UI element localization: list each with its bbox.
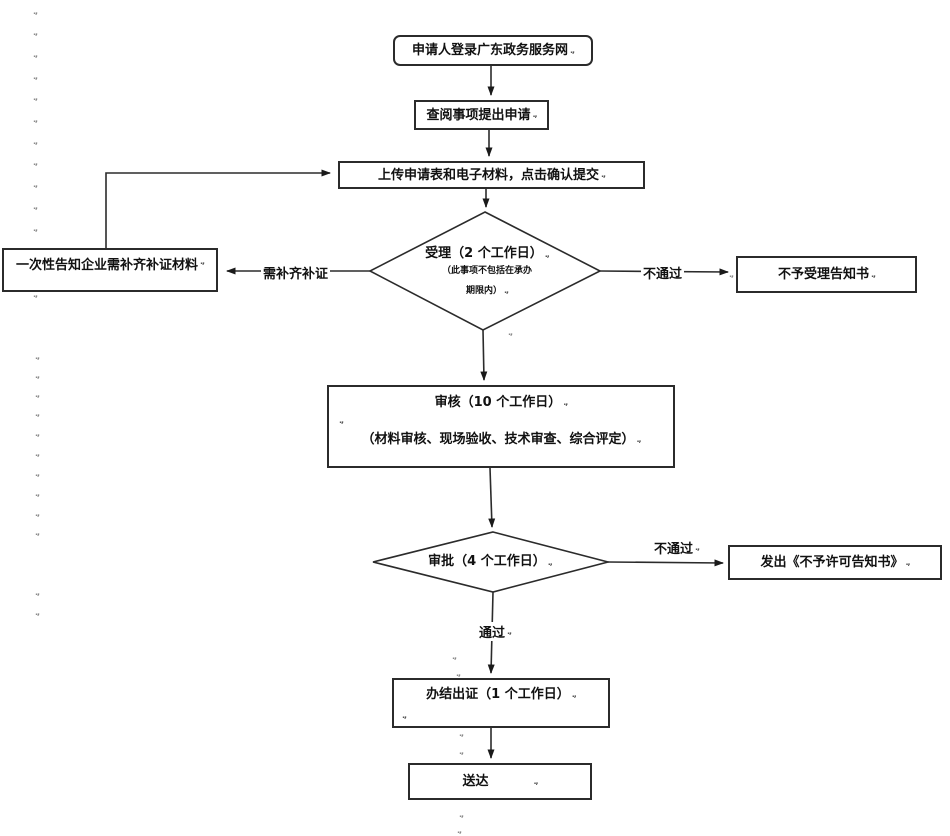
paragraph-mark: ., <box>35 429 40 438</box>
paragraph-mark: ., <box>456 669 461 678</box>
accept-decision-line1: 受理（2 个工作日）., <box>425 246 550 261</box>
paragraph-mark: ., <box>547 558 553 567</box>
paragraph-mark: ., <box>35 390 40 399</box>
paragraph-mark: ., <box>33 290 38 299</box>
node-reject-permit: 发出《不予许可告知书》., <box>728 545 942 580</box>
node-upload-label: 上传申请表和电子材料，点击确认提交 <box>377 167 599 183</box>
paragraph-mark: ., <box>533 776 538 786</box>
paragraph-mark: ., <box>544 250 550 259</box>
paragraph-mark: ., <box>35 588 40 597</box>
paragraph-mark: ., <box>35 409 40 418</box>
paragraph-mark: ., <box>905 557 910 567</box>
paragraph-mark: ., <box>33 158 38 167</box>
paragraph-mark: ., <box>563 397 568 407</box>
paragraph-mark: ., <box>33 28 38 37</box>
paragraph-mark: ., <box>507 626 512 636</box>
node-review-apply-label: 查阅事项提出申请 <box>426 107 531 123</box>
paragraph-mark: ., <box>33 115 38 124</box>
node-complete-line1: 办结出证（1 个工作日）., <box>426 687 577 702</box>
paragraph-mark: ., <box>459 810 464 819</box>
paragraph-mark: ., <box>33 7 38 16</box>
paragraph-mark: ., <box>33 224 38 233</box>
paragraph-mark: ., <box>35 528 40 537</box>
paragraph-mark: ., <box>600 170 606 179</box>
paragraph-mark: ., <box>33 93 38 102</box>
arrow-notify-feedback-loop <box>105 169 331 249</box>
node-deliver: 送达., <box>408 763 592 800</box>
paragraph-mark: ., <box>459 747 464 756</box>
paragraph-mark: ., <box>339 416 344 425</box>
paragraph-mark: ., <box>569 45 575 55</box>
node-notify-supplement-label: 一次性告知企业需补齐补证材料 <box>15 258 198 273</box>
approve-decision-diamond <box>372 531 612 593</box>
paragraph-mark: ., <box>33 202 38 211</box>
node-reject-permit-label: 发出《不予许可告知书》 <box>760 555 904 570</box>
paragraph-mark: ., <box>33 72 38 81</box>
paragraph-mark: ., <box>452 652 457 661</box>
accept-decision-line2: （此事项不包括在承办 <box>441 266 532 276</box>
label-need-supplement: 需补齐补证 <box>261 263 331 282</box>
approve-decision-text: 审批（4 个工作日）., <box>390 554 590 570</box>
paragraph-mark: ., <box>729 270 734 279</box>
label-pass: 通过., <box>477 622 514 641</box>
paragraph-mark: ., <box>33 137 38 146</box>
node-deliver-label: 送达 <box>462 774 489 789</box>
node-review-apply: 查阅事项提出申请., <box>414 100 549 130</box>
accept-decision-text: 受理（2 个工作日）., （此事项不包括在承办 期限内）., <box>387 246 587 298</box>
paragraph-mark: ., <box>508 328 513 337</box>
label-approve-fail: 不通过., <box>654 542 700 557</box>
arrow-approve-fail <box>607 559 724 567</box>
node-examine-line1: 审核（10 个工作日）., <box>434 395 569 410</box>
paragraph-mark: ., <box>532 110 537 119</box>
paragraph-mark: ., <box>457 826 462 835</box>
arrow-examine-to-approve <box>488 467 496 528</box>
paragraph-mark: ., <box>35 509 40 518</box>
node-upload: 上传申请表和电子材料，点击确认提交., <box>338 161 645 189</box>
paragraph-mark: ., <box>35 352 40 361</box>
arrow-accept-to-examine <box>480 329 488 381</box>
paragraph-mark: ., <box>870 269 876 279</box>
node-reject-accept-label: 不予受理告知书 <box>777 267 869 282</box>
approve-decision-line1: 审批（4 个工作日）., <box>428 554 553 569</box>
paragraph-mark: ., <box>695 542 700 552</box>
paragraph-mark: ., <box>503 286 509 295</box>
paragraph-mark: ., <box>459 729 464 738</box>
paragraph-mark: ., <box>35 371 40 380</box>
paragraph-mark: ., <box>636 434 641 444</box>
paragraph-mark: ., <box>35 449 40 458</box>
paragraph-mark: ., <box>33 50 38 59</box>
paragraph-mark: ., <box>402 711 407 720</box>
node-examine-line2: （材料审核、现场验收、技术审查、综合评定）., <box>361 432 641 447</box>
paragraph-mark: ., <box>33 180 38 189</box>
paragraph-mark: ., <box>35 608 40 617</box>
node-examine: 审核（10 个工作日）., ., （材料审核、现场验收、技术审查、综合评定）., <box>327 385 675 468</box>
paragraph-mark: ., <box>35 469 40 478</box>
accept-decision-line3: 期限内）., <box>465 286 509 296</box>
paragraph-mark: ., <box>199 257 205 266</box>
node-start: 申请人登录广东政务服务网., <box>393 35 593 66</box>
accept-decision-diamond <box>368 211 602 331</box>
node-notify-supplement: 一次性告知企业需补齐补证材料., <box>2 248 218 292</box>
node-start-label: 申请人登录广东政务服务网 <box>411 43 568 58</box>
node-complete: 办结出证（1 个工作日）., ., <box>392 678 610 728</box>
label-accept-fail: 不通过 <box>641 263 685 282</box>
node-reject-accept: 不予受理告知书., <box>736 256 917 293</box>
paragraph-mark: ., <box>35 489 40 498</box>
paragraph-mark: ., <box>571 689 577 699</box>
